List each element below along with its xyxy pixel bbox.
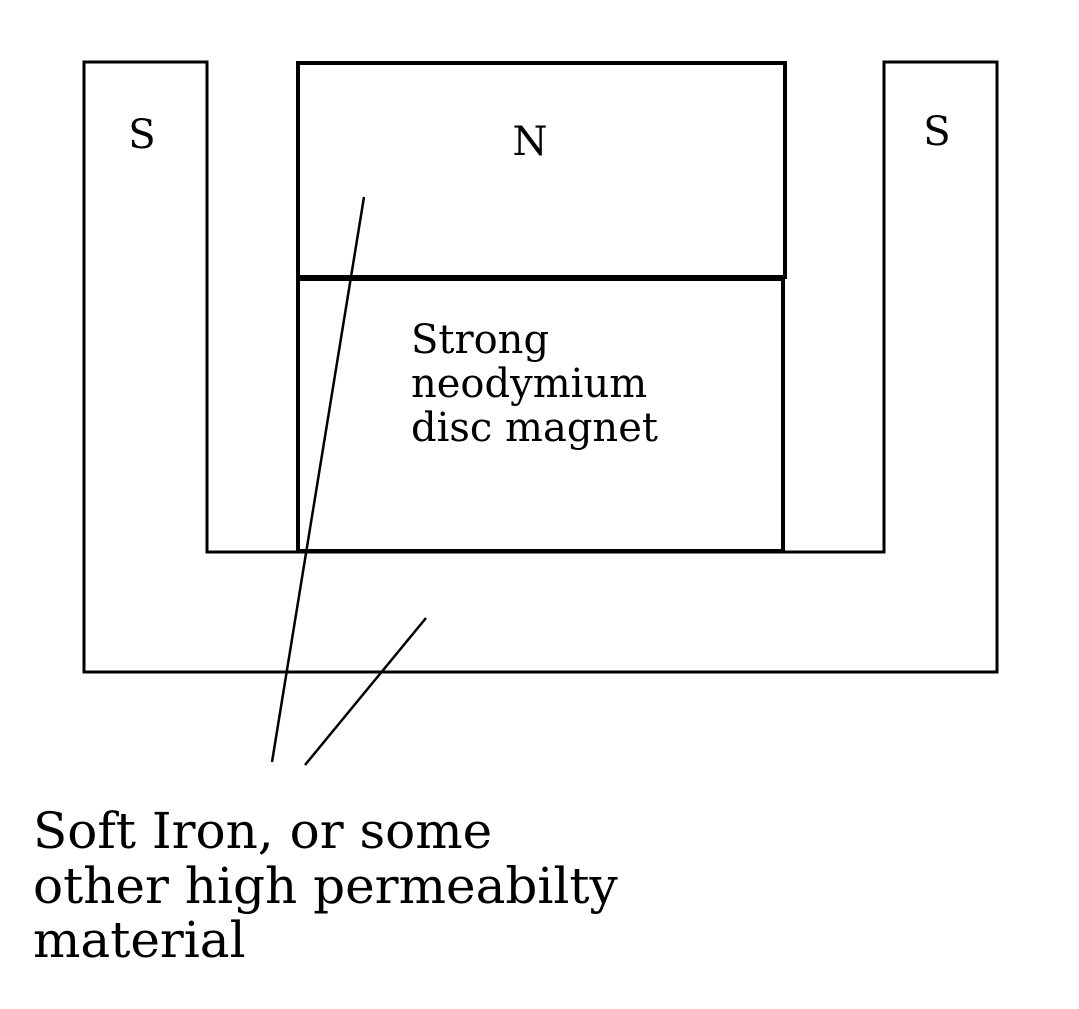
top-pole-label: N (513, 119, 548, 165)
magnet-north-half (296, 61, 787, 279)
material-label-line-2: other high permeabilty (33, 857, 618, 915)
right-pole-label: S (923, 109, 950, 155)
leader-line-to-magnet (270, 196, 366, 763)
magnet-label-line-1: Strong (411, 317, 549, 363)
soft-iron-yoke (82, 60, 999, 674)
material-label-line-1: Soft Iron, or some (33, 802, 492, 860)
magnet-body-half (296, 277, 785, 553)
left-pole-label: S (128, 112, 155, 158)
magnet-label-line-2: neodymium (411, 361, 647, 407)
material-label-line-3: material (33, 911, 246, 969)
magnet-label-line-3: disc magnet (411, 405, 658, 451)
leader-line-to-yoke (304, 617, 427, 766)
